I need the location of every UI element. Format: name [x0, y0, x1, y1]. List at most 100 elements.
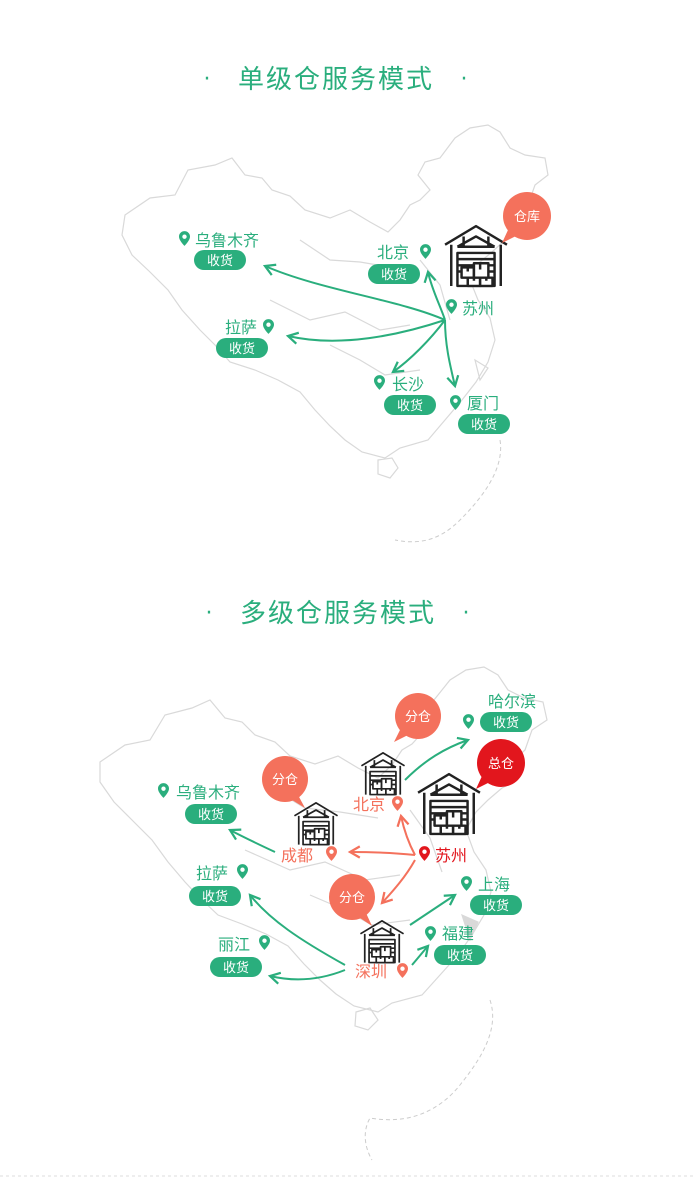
warehouse-badge-label: 仓库: [514, 209, 540, 225]
location-pin-icon: [419, 846, 430, 861]
receive-badge: 收货: [229, 341, 255, 357]
branch-city-label: 深圳: [355, 962, 387, 981]
hub-badge-label: 总仓: [488, 757, 514, 772]
warehouse-badge: 仓库: [502, 192, 551, 243]
arrow-to-urumqi: [262, 263, 446, 321]
city-label: 长沙: [392, 375, 424, 394]
arrow-to-xiamen: [444, 319, 460, 389]
location-pin-icon: [259, 935, 270, 950]
south-sea-dashed-line: [364, 999, 494, 1161]
hub-city-suzhou: 苏州: [419, 846, 467, 865]
city-lhasa: 拉萨 收货: [189, 864, 248, 906]
city-changsha: 长沙 收货: [374, 375, 436, 415]
city-lhasa: 拉萨 收货: [216, 318, 274, 358]
location-pin-icon: [461, 876, 472, 891]
location-pin-icon: [179, 231, 190, 246]
branch-badge-chengdu: 分仓: [262, 756, 308, 808]
arrow-to-shanghai: [409, 893, 457, 926]
city-label: 拉萨: [225, 318, 257, 337]
location-pin-icon: [263, 319, 274, 334]
arrow-to-urumqi: [228, 828, 276, 853]
arrow-to-changsha: [391, 319, 446, 374]
city-label: 上海: [478, 875, 510, 894]
receive-badge: 收货: [447, 948, 473, 964]
location-pin-icon: [397, 963, 408, 978]
section-multi-level: · 多级仓服务模式 ·: [99, 599, 548, 1161]
location-pin-icon: [450, 395, 461, 410]
receive-badge: 收货: [493, 715, 519, 731]
arrow-to-lhasa: [248, 893, 346, 966]
receive-badge: 收货: [381, 267, 407, 283]
receive-badge: 收货: [207, 253, 233, 269]
section-single-level: · 单级仓服务模式 · 仓库 苏州: [121, 65, 551, 543]
section-title: · 多级仓服务模式 ·: [206, 599, 470, 629]
city-label: 拉萨: [196, 864, 228, 883]
city-urumqi: 乌鲁木齐 收货: [179, 231, 259, 270]
arrow-to-harbin: [404, 736, 471, 781]
receive-badge: 收货: [483, 898, 509, 914]
location-pin-icon: [420, 244, 431, 259]
city-xiamen: 厦门 收货: [450, 394, 510, 434]
arrow-to-fujian: [411, 944, 430, 966]
location-pin-icon: [392, 796, 403, 811]
city-label: 哈尔滨: [488, 692, 536, 711]
receive-badge: 收货: [471, 417, 497, 433]
branch-warehouse-icon: [359, 920, 405, 964]
city-label: 厦门: [467, 394, 499, 413]
branch-badge-label: 分仓: [405, 710, 431, 725]
branch-city-label: 北京: [353, 795, 385, 814]
title-dot-right: ·: [461, 67, 468, 92]
branch-city-chengdu: 成都: [281, 846, 337, 865]
hub-warehouse-icon: [416, 772, 482, 836]
delivery-arrows: [262, 263, 460, 389]
city-label: 北京: [377, 243, 409, 262]
receive-badge: 收货: [202, 889, 228, 905]
city-lijiang: 丽江 收货: [210, 935, 270, 977]
transfer-arrows: [347, 813, 416, 905]
city-label: 丽江: [218, 935, 250, 954]
arrow-to-branch-shenzhen: [380, 859, 416, 905]
branch-badge-shenzhen: 分仓: [329, 874, 375, 926]
location-pin-icon: [374, 375, 385, 390]
title-dot-left: ·: [206, 601, 213, 626]
arrow-to-lhasa: [285, 319, 446, 345]
city-harbin: 哈尔滨 收货: [463, 692, 536, 732]
hub-city-suzhou: 苏州: [446, 299, 494, 318]
location-pin-icon: [326, 846, 337, 861]
city-beijing: 北京 收货: [368, 243, 431, 284]
title-text: 多级仓服务模式: [240, 599, 436, 629]
title-dot-right: ·: [463, 601, 470, 626]
arrow-to-beijing: [423, 269, 446, 321]
receive-badge: 收货: [397, 398, 423, 414]
south-sea-dashed-line: [394, 439, 502, 543]
city-fujian: 福建 收货: [425, 924, 486, 965]
section-title: · 单级仓服务模式 ·: [204, 65, 468, 95]
branch-city-label: 成都: [281, 846, 313, 865]
location-pin-icon: [425, 926, 436, 941]
china-map-outline: [99, 666, 548, 1031]
delivery-arrows: [228, 736, 471, 985]
receive-badge: 收货: [198, 807, 224, 823]
location-pin-icon: [463, 714, 474, 729]
hub-city-label: 苏州: [462, 299, 494, 318]
title-text: 单级仓服务模式: [238, 65, 434, 95]
city-label: 乌鲁木齐: [176, 783, 240, 802]
arrow-to-lijiang: [267, 969, 346, 985]
city-label: 乌鲁木齐: [195, 231, 259, 250]
hub-badge: 总仓: [476, 739, 525, 789]
arrow-to-branch-chengdu: [347, 845, 416, 859]
city-label: 福建: [442, 924, 474, 943]
warehouse-icon: [443, 224, 509, 288]
location-pin-icon: [158, 783, 169, 798]
arrow-to-branch-beijing: [396, 813, 416, 856]
city-shanghai: 上海 收货: [461, 875, 522, 915]
receive-badge: 收货: [223, 960, 249, 976]
branch-city-shenzhen: 深圳: [355, 962, 408, 981]
title-dot-left: ·: [204, 67, 211, 92]
branch-city-beijing: 北京: [353, 795, 403, 814]
city-urumqi: 乌鲁木齐 收货: [158, 783, 240, 824]
hub-city-label: 苏州: [435, 846, 467, 865]
location-pin-icon: [237, 864, 248, 879]
